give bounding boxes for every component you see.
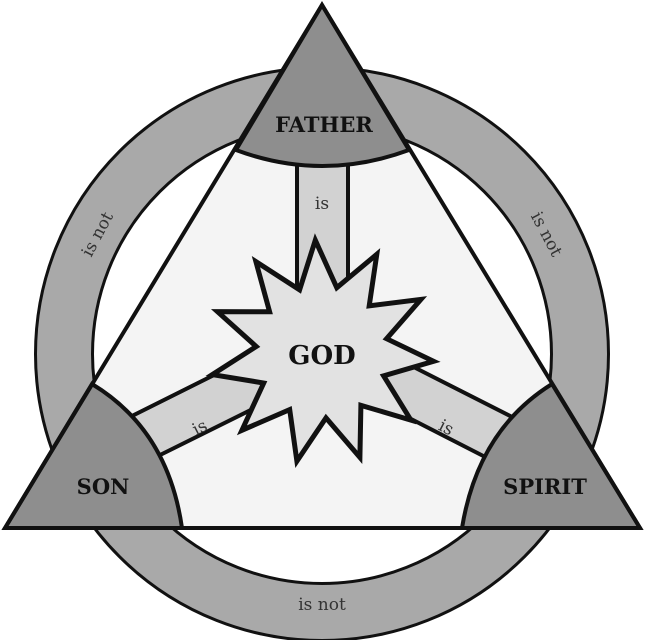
corner-father bbox=[233, 1, 412, 168]
label-spirit: SPIRIT bbox=[503, 474, 587, 499]
label-father: FATHER bbox=[275, 112, 373, 137]
label-god: GOD bbox=[288, 341, 355, 371]
corner-spirit bbox=[459, 381, 644, 530]
god-star bbox=[205, 233, 441, 469]
label-son: SON bbox=[77, 474, 130, 499]
relation-bottom-is-not: is not bbox=[298, 595, 346, 615]
triangle-outline bbox=[1, 1, 644, 530]
relation-father-is: is bbox=[315, 194, 329, 214]
corner-son bbox=[1, 381, 185, 530]
